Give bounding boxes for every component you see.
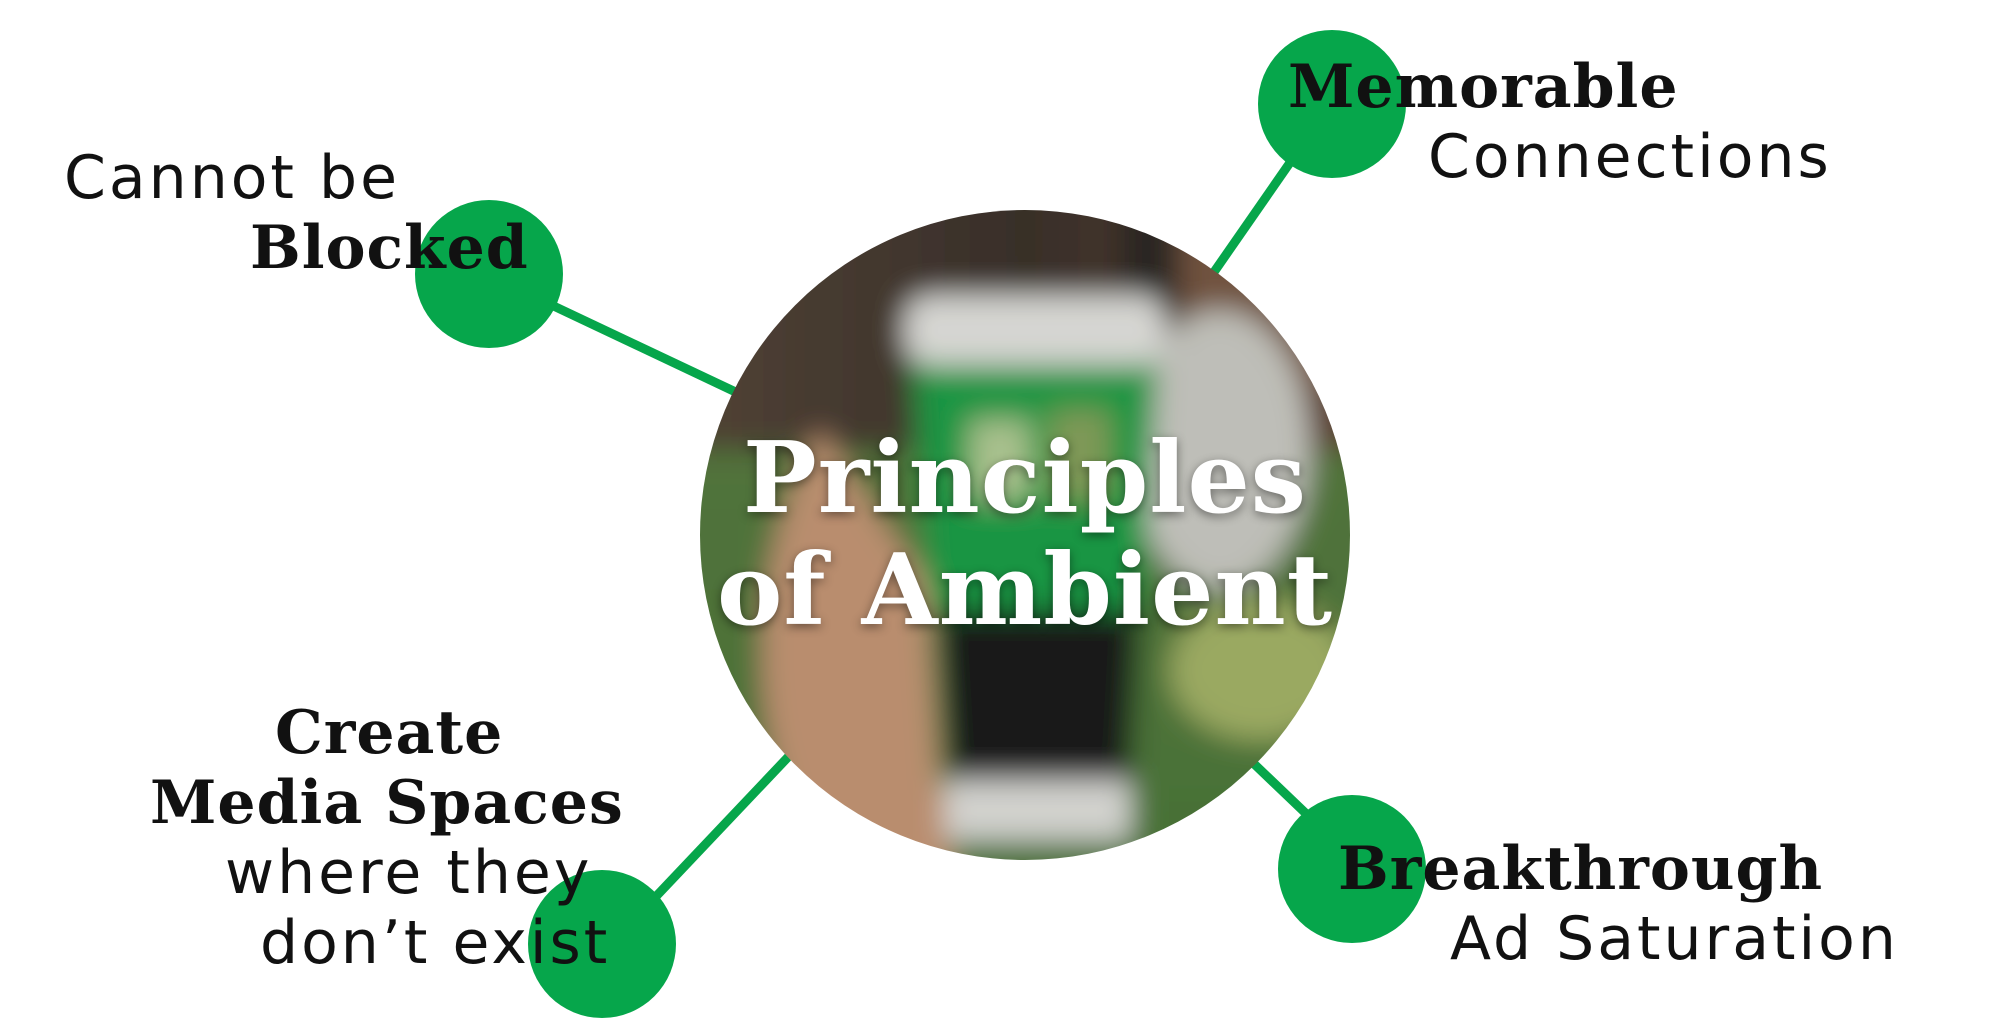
label-blocked: Cannot be Blocked	[64, 143, 529, 283]
label-media-spaces-line4: don’t exist	[260, 908, 611, 978]
center-title-line2: of Ambient	[717, 533, 1333, 648]
label-breakthrough: Breakthrough Ad Saturation	[1338, 834, 1978, 974]
label-memorable: Memorable Connections	[1288, 52, 1848, 192]
center-title-line1: Principles	[743, 421, 1307, 536]
node-dot-blocked	[415, 200, 563, 348]
label-breakthrough-line1: Breakthrough	[1338, 834, 1824, 904]
label-memorable-line2: Connections	[1428, 122, 1832, 192]
node-dot-media-spaces	[528, 870, 676, 1018]
label-media-spaces-line1: Create	[275, 698, 504, 768]
label-blocked-line2: Blocked	[250, 213, 529, 283]
center-title: Principles of Ambient	[700, 210, 1350, 860]
label-breakthrough-line2: Ad Saturation	[1450, 904, 1899, 974]
label-media-spaces-line2: Media Spaces	[150, 768, 624, 838]
label-media-spaces: Create Media Spaces where they don’t exi…	[150, 698, 630, 978]
label-media-spaces-line3: where they	[225, 838, 593, 908]
label-blocked-line1: Cannot be	[64, 143, 401, 213]
center-photo-circle: Principles of Ambient	[700, 210, 1350, 860]
label-memorable-line1: Memorable	[1288, 52, 1679, 122]
node-dot-memorable	[1258, 30, 1406, 178]
blurred-coffee-cup-photo	[700, 210, 1350, 860]
